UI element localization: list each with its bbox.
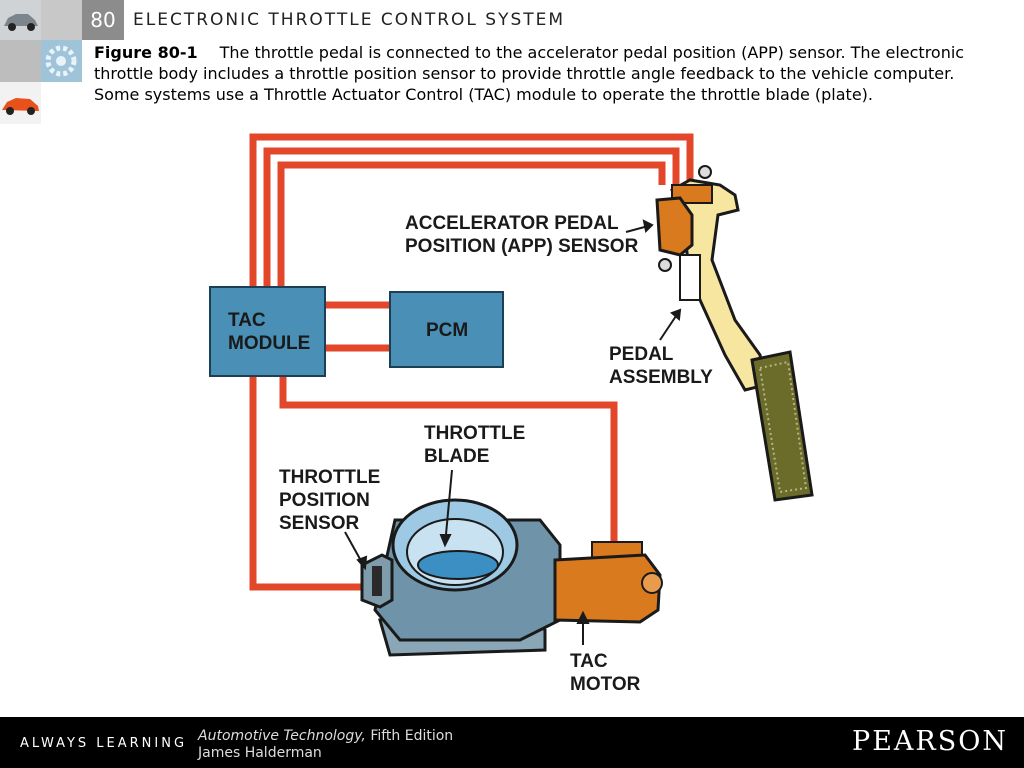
chapter-number: 80 [82,0,124,40]
tac-module-label-line2: MODULE [228,333,310,354]
footer-bar: ALWAYS LEARNING Automotive Technology, F… [0,717,1024,768]
book-author: James Halderman [198,745,322,761]
gear-thumbnail [41,40,82,82]
tac-module-label-line1: TAC [228,310,266,331]
book-edition: Fifth Edition [365,728,454,744]
motor-wire [279,375,618,548]
tac-motor-label-line2: MOTOR [570,674,641,695]
tac-module-box [209,286,326,377]
pointer-arrows [344,219,682,645]
app-sensor-label-line1: ACCELERATOR PEDAL [405,213,619,234]
car-thumbnail-silver [0,0,41,40]
app-sensor-wires [249,133,694,290]
chapter-thumbnails [0,0,82,124]
pcm-label: PCM [426,320,468,341]
throttle-blade-label-line2: BLADE [424,446,489,467]
caption-text: The throttle pedal is connected to the a… [94,43,965,104]
tps-label-line1: THROTTLE [279,467,380,488]
book-title: Automotive Technology, [198,728,366,744]
throttle-diagram: TAC MODULE PCM ACCE [209,133,814,695]
tps-label-line3: SENSOR [279,513,360,534]
page-title: ELECTRONIC THROTTLE CONTROL SYSTEM [133,10,566,30]
throttle-blade-label-line1: THROTTLE [424,423,525,444]
app-sensor-label-line2: POSITION (APP) SENSOR [405,236,639,257]
publisher-logo: PEARSON [852,726,1008,757]
pcm-wires [325,301,392,352]
figure-label: Figure 80-1 [94,43,198,62]
car-thumbnail-orange [0,82,41,124]
tps-label-line2: POSITION [279,490,370,511]
footer-tagline: ALWAYS LEARNING [20,736,188,751]
throttle-body [360,498,562,657]
tac-motor-label-line1: TAC [570,651,608,672]
footer-book-info: Automotive Technology, Fifth Edition Jam… [198,728,453,762]
grey-thumbnail [0,40,41,82]
pedal-assembly [655,165,814,502]
pcm-box [389,291,504,368]
tac-motor [553,541,663,624]
pedal-assembly-label-line2: ASSEMBLY [609,367,713,388]
tps-wire [249,375,362,591]
grey-thumbnail [41,0,82,40]
pedal-assembly-label-line1: PEDAL [609,344,674,365]
